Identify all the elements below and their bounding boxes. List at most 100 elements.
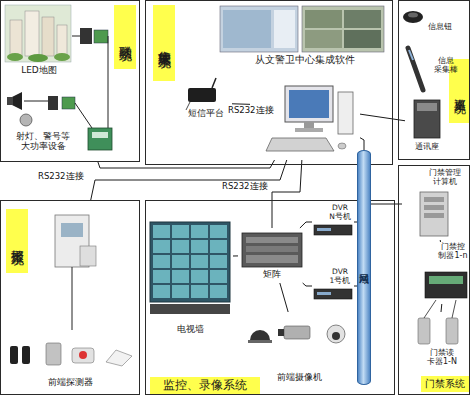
matrix-rack — [246, 255, 298, 263]
connector-line — [233, 255, 238, 256]
software-screenshots — [305, 30, 342, 48]
front-detectors — [22, 346, 30, 364]
tv-wall — [210, 225, 227, 238]
device-node: 矩阵 — [238, 228, 306, 283]
connector-group — [91, 104, 442, 312]
device-caption: 通讯座 — [409, 142, 445, 151]
tv-wall — [191, 270, 208, 283]
device-node: 射灯、警号等 大功率设备 — [3, 88, 83, 158]
alarm-panel — [80, 246, 96, 266]
software-screenshots — [223, 10, 271, 48]
matrix-rack — [246, 246, 298, 252]
system-box: 巡更系统信息钮信息 采集棒通讯座 — [398, 0, 470, 160]
software-screenshots — [305, 10, 342, 28]
led-map-image — [42, 17, 54, 56]
device-node: 信息 采集棒 — [428, 54, 464, 84]
device-caption: DVR 1号机 — [326, 268, 354, 285]
tv-wall — [191, 225, 208, 238]
led-map-image — [10, 20, 22, 56]
linkage-devices — [12, 92, 22, 110]
system-label: 集成管理系统 — [153, 5, 175, 81]
system-box: 联动系统 LED地图射灯、警号等 大功率设备 — [0, 0, 140, 162]
front-detectors — [46, 343, 61, 365]
device-caption: DVR N号机 — [326, 204, 354, 221]
device-caption: 门禁控 制器1-n — [436, 242, 470, 260]
access-devices — [424, 197, 444, 202]
device-node: LED地图 — [3, 3, 75, 81]
computer — [338, 92, 353, 134]
linkage-devices — [75, 103, 92, 128]
system-label: 联动系统 — [114, 5, 136, 69]
access-devices — [420, 192, 448, 236]
device-node: 通讯座 — [405, 92, 449, 156]
system-label: 报警系统 — [6, 209, 28, 273]
computer — [266, 86, 353, 151]
access-devices — [424, 213, 444, 218]
connector-line — [303, 283, 312, 286]
device-node: DVR N号机 — [312, 204, 354, 240]
software-screenshots — [344, 30, 381, 48]
computer — [289, 90, 329, 118]
access-devices — [424, 205, 444, 210]
access-devices — [418, 192, 467, 344]
device-caption: 从文警卫中心集成软件 — [250, 54, 360, 66]
system-box: 报警系统前端探测器 — [0, 200, 140, 395]
tv-wall — [153, 255, 170, 268]
device-node: 门禁管理 计算机 — [402, 168, 468, 240]
tv-wall — [191, 240, 208, 253]
access-devices — [429, 276, 463, 284]
connector-line — [440, 240, 441, 242]
front-detectors — [10, 343, 132, 366]
alarm-panel — [55, 215, 96, 330]
tv-wall — [210, 270, 227, 283]
system-label: 监控、录像系统 — [150, 377, 260, 394]
front-cameras — [332, 332, 340, 340]
computer — [338, 143, 346, 149]
connector-line — [272, 160, 302, 228]
computer — [304, 122, 314, 128]
device-node: 短信平台 — [180, 82, 232, 124]
alarm-panel — [72, 267, 73, 330]
dvr-units — [317, 292, 331, 295]
access-devices — [424, 300, 436, 318]
matrix-rack — [242, 233, 302, 267]
edge-label: RS232连接 — [228, 106, 274, 115]
access-devices — [452, 300, 456, 318]
access-devices — [446, 318, 458, 344]
connector-line — [232, 103, 250, 105]
device-caption: 电视墙 — [160, 324, 220, 334]
led-map-image — [25, 11, 39, 56]
sms-modem — [188, 88, 216, 102]
linkage-devices — [108, 36, 109, 128]
device-caption: 短信平台 — [182, 108, 230, 118]
front-detectors — [79, 351, 87, 359]
tv-wall — [153, 225, 227, 298]
system-box: 集成管理系统短信平台 从文警卫中心集成软件 — [145, 0, 393, 165]
matrix-rack — [242, 233, 302, 267]
tv-wall — [191, 285, 208, 298]
tv-wall — [172, 225, 189, 238]
led-map-image — [54, 53, 70, 61]
tv-wall — [172, 240, 189, 253]
connector-line — [360, 138, 364, 150]
access-devices — [418, 318, 430, 344]
front-detectors — [10, 346, 18, 364]
connector-line — [91, 160, 287, 200]
patrol-devices — [414, 100, 440, 138]
sms-modem — [212, 78, 216, 88]
tv-wall — [172, 255, 189, 268]
software-screenshots — [302, 6, 384, 52]
device-caption: LED地图 — [14, 65, 64, 75]
software-screenshots — [274, 10, 295, 48]
edge-label: RS232连接 — [222, 182, 268, 191]
sms-modem — [186, 78, 216, 110]
edge-label: RS232连接 — [38, 172, 84, 181]
connector-line — [440, 304, 442, 312]
computer — [295, 128, 323, 132]
linkage-devices — [92, 132, 108, 138]
patrol-devices — [417, 103, 437, 111]
software-screenshots — [220, 6, 298, 52]
tv-wall — [150, 222, 230, 302]
device-caption: 射灯、警号等 大功率设备 — [13, 132, 73, 152]
